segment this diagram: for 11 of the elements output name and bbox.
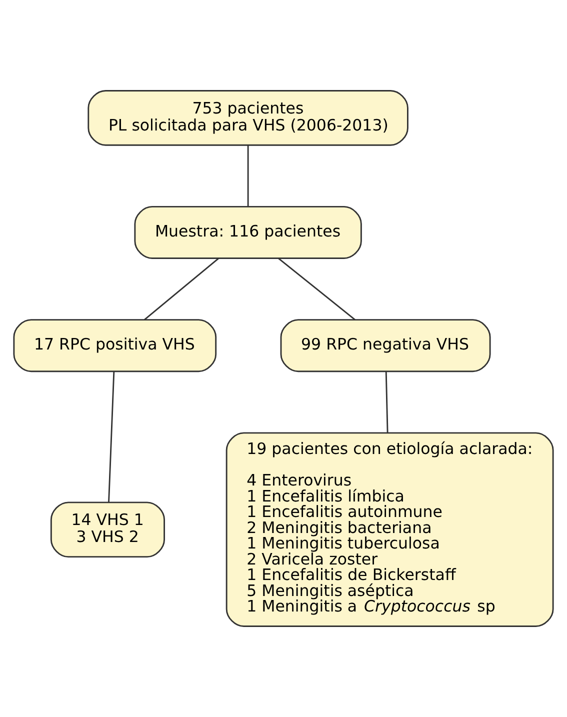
node-box: 99 RPC negativa VHS (280, 319, 491, 372)
node-box: 753 pacientes PL solicitada para VHS (2006-2013) (88, 90, 408, 146)
connector (278, 258, 356, 320)
connector (144, 258, 219, 320)
connector (247, 145, 249, 206)
connector (108, 371, 115, 502)
connector (385, 371, 388, 433)
node-box: 19 pacientes con etiología aclarada: 4 Enterovirus 1 Encefalitis límbica 1 Encefalitis autoinmune 2 Meningitis bacteriana 1 Meningitis tuberculosa 2 Varicela zoster 1 Encefalitis de Bickerstaff 5 Meningitis aséptica 1 Meningitis a Cryptococcus sp (226, 432, 554, 627)
node-box: 14 VHS 1 3 VHS 2 (50, 502, 165, 558)
node-box: Muestra: 116 pacientes (134, 206, 362, 259)
node-box: 17 RPC positiva VHS (13, 319, 217, 372)
